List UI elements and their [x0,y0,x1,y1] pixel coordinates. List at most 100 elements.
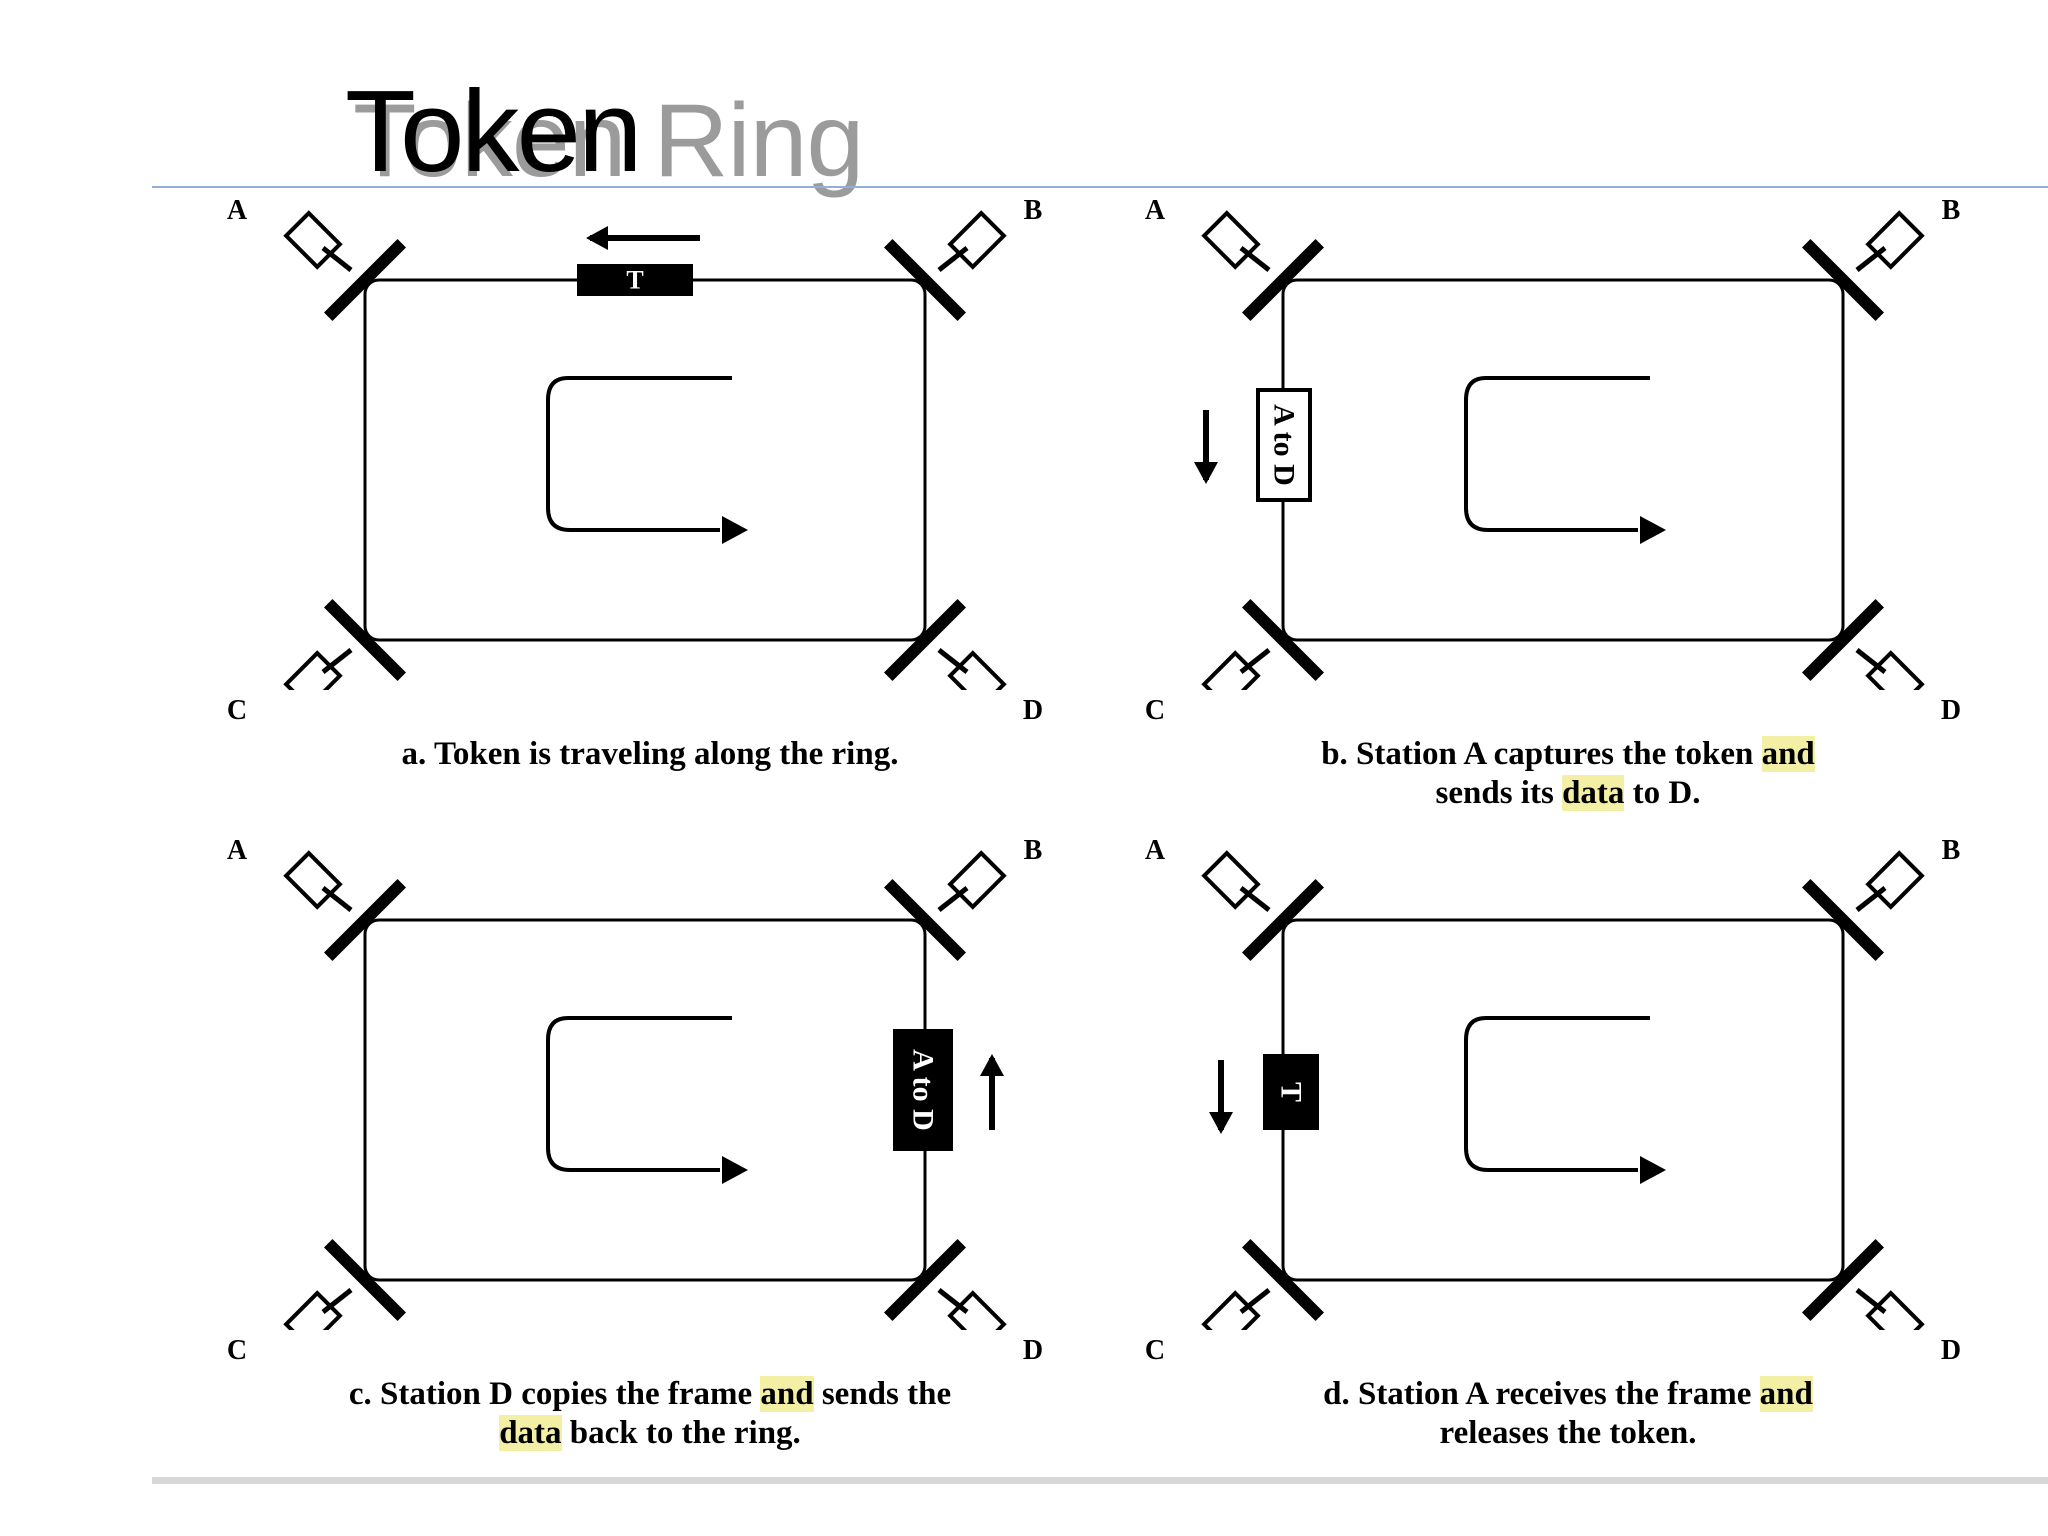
station-c-icon [283,1238,407,1330]
station-computer [283,850,343,910]
station-link [1239,886,1271,912]
station-computer [1865,210,1925,270]
station-link [1239,246,1271,272]
rotation-path [546,1016,732,1172]
station-c-icon [283,598,407,690]
station-label-b: B [1941,835,1961,866]
station-label-a: A [1144,835,1166,866]
caption-line: d. Station A receives the frame and [1118,1375,2018,1414]
caption-line: c. Station D copies the frame and sends … [200,1375,1100,1414]
caption-highlight: and [1761,736,1815,772]
frame-direction-arrow [1209,1060,1233,1134]
station-b-icon [883,210,1007,322]
station-tap-bar [1241,238,1325,322]
caption-line: releases the token. [1118,1414,2018,1453]
station-link [321,246,353,272]
station-link [937,886,969,912]
station-computer [1201,1290,1261,1330]
title-main-text: Token [345,66,643,196]
title-ghost-text: Token Ring [353,83,864,199]
title-underline [152,186,2048,188]
frame-block: T [1263,1054,1319,1130]
station-label-d: D [1940,1335,1962,1366]
rotation-arrow-head [722,516,748,544]
station-b-icon [1801,210,1925,322]
ring-diagram: T [283,210,1007,690]
station-tap-bar [323,598,407,682]
frame-rect [1263,1054,1319,1130]
frame-label: A to D [1268,404,1301,486]
station-tap-bar [883,598,967,682]
frame-label: A to D [907,1049,940,1131]
station-label-b: B [1941,195,1961,226]
caption-highlight: and [760,1376,814,1412]
frame-rect [1256,388,1312,502]
ring-cable [363,918,927,1282]
station-link [937,648,969,674]
caption-line: b. Station A captures the token and [1118,735,2018,774]
station-tap-bar [1801,598,1885,682]
station-computer [947,1290,1007,1330]
station-tap-bar [883,878,967,962]
caption-text: a. Token is traveling along the ring. [401,736,899,772]
frame-rect [577,264,693,296]
station-label-c: C [1144,1335,1166,1366]
station-link [937,246,969,272]
station-tap-bar [323,1238,407,1322]
station-tap-bar [1241,598,1325,682]
rotation-arrow-head [722,1156,748,1184]
station-computer [1865,1290,1925,1330]
station-label-a: A [226,195,248,226]
caption-line: a. Token is traveling along the ring. [200,735,1100,774]
frame-block: A to D [1256,388,1312,502]
station-label-b: B [1023,195,1043,226]
frame-label: T [626,266,643,295]
rotation-direction-arrow [546,376,748,544]
ring-cable [363,278,927,642]
arrow-head [980,1054,1004,1076]
caption-text: sends the [813,1376,952,1412]
caption-text: sends its [1435,775,1563,811]
frame-block: T [577,264,693,296]
station-b-icon [1801,850,1925,962]
station-tap-bar [1241,1238,1325,1322]
station-tap-bar [1801,1238,1885,1322]
station-tap-bar [1801,878,1885,962]
arrow-head [1209,1112,1233,1134]
station-computer [283,210,343,270]
caption-text: back to the ring. [561,1415,801,1451]
caption-line: data back to the ring. [200,1414,1100,1453]
ring-cable [1281,918,1845,1282]
station-link [1239,648,1271,674]
ring-diagram: A to D [1194,210,1925,690]
station-d-icon [1801,598,1925,690]
caption-highlight: and [1759,1376,1813,1412]
frame-direction-arrow [980,1054,1004,1130]
station-computer [947,210,1007,270]
station-d-icon [883,1238,1007,1330]
station-label-d: D [1940,695,1962,726]
rotation-path [1464,376,1650,532]
station-label-a: A [1144,195,1166,226]
ring-diagram: A to D [283,850,1007,1330]
station-label-b: B [1023,835,1043,866]
caption-line: sends its data to D. [1118,774,2018,813]
caption-text: releases the token. [1439,1415,1697,1451]
rotation-direction-arrow [1464,1016,1666,1184]
arrow-head [1194,462,1218,484]
frame-label: T [1275,1082,1308,1102]
panel-caption: c. Station D copies the frame and sends … [200,1375,1100,1453]
station-a-icon [1201,850,1325,962]
station-link [1239,1288,1271,1314]
station-d-icon [1801,1238,1925,1330]
frame-rect [893,1029,953,1151]
rotation-arrow-head [1640,1156,1666,1184]
station-a-icon [1201,210,1325,322]
ring-cable [1281,278,1845,642]
station-a-icon [283,850,407,962]
station-label-c: C [226,695,248,726]
